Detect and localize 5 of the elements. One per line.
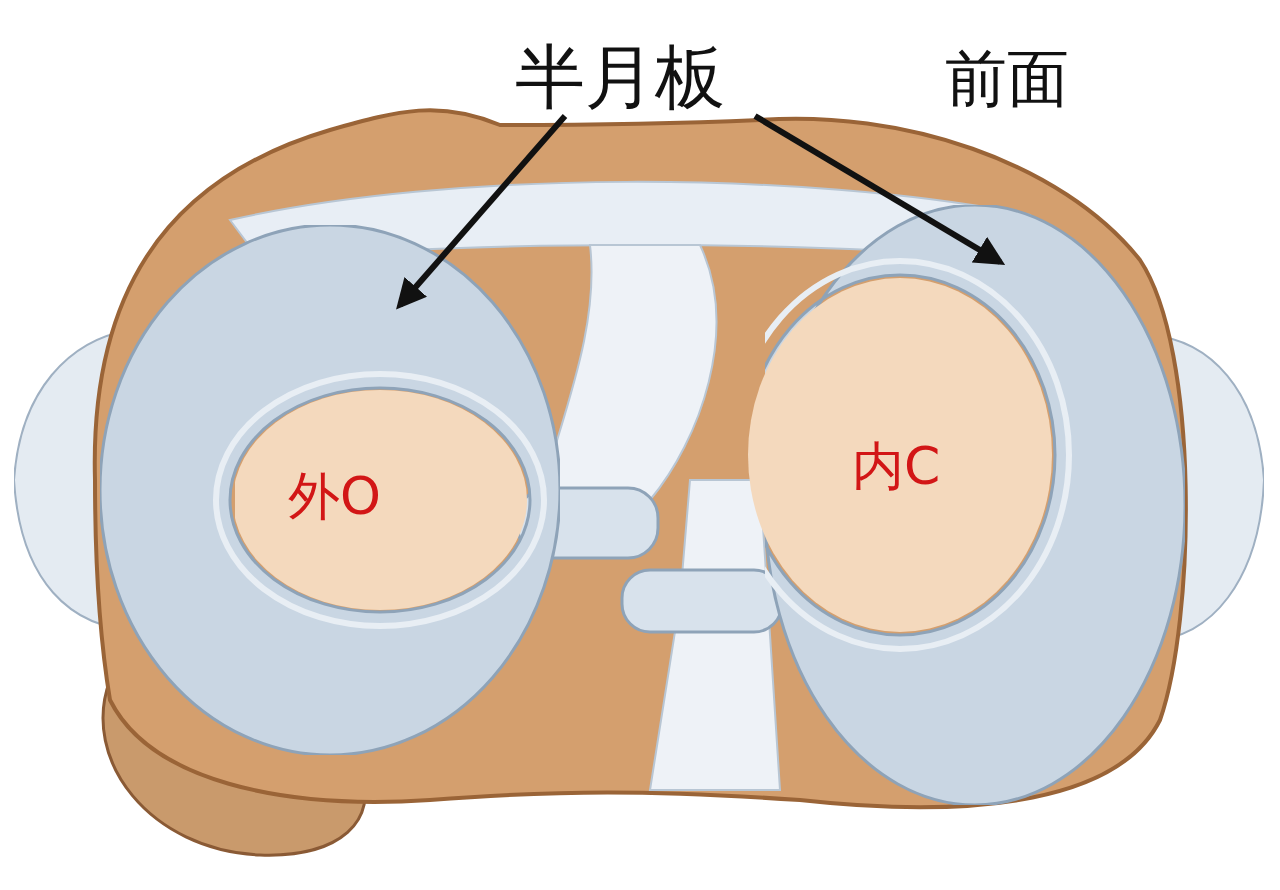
region-label: 外O [288,470,381,522]
direction-label: 前面 [945,48,1069,110]
arrow [753,113,1006,266]
region-label: 内C [852,440,941,492]
callout-text: 半月板 [515,42,725,112]
